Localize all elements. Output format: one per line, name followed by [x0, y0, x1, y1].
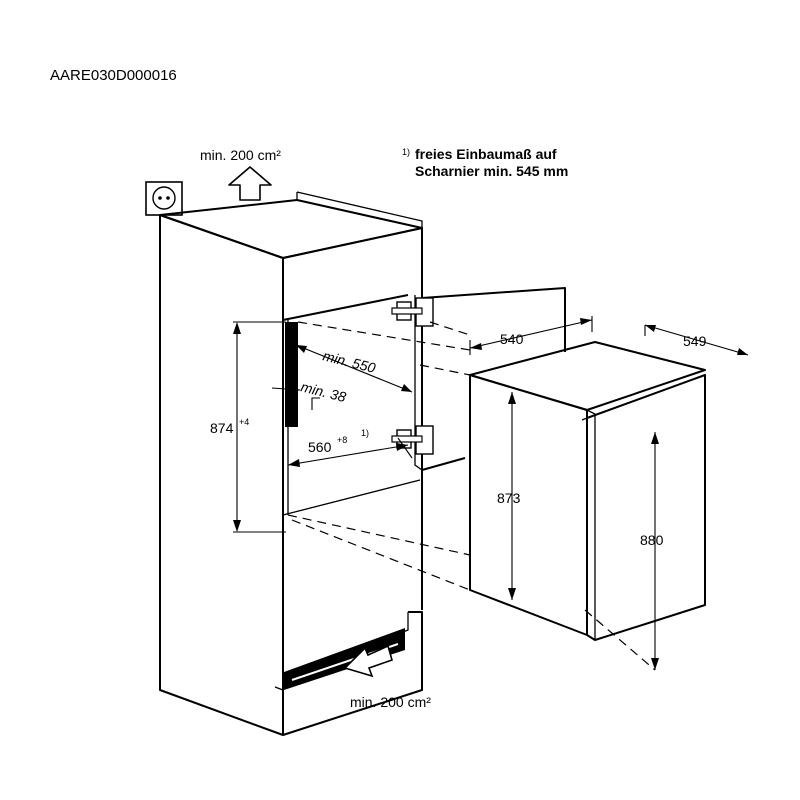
- width-tolerance: +8: [337, 435, 347, 445]
- hinge-icon: [391, 297, 434, 327]
- dimension-lines: [233, 316, 749, 670]
- appliance-height-value: 873: [497, 490, 521, 506]
- gap-min-value: min. 38: [299, 378, 348, 405]
- footnote-line-1: freies Einbaumaß auf: [415, 146, 557, 162]
- document-code: AARE030D000016: [50, 67, 177, 84]
- footnote: 1) freies Einbaumaß auf Scharnier min. 5…: [402, 146, 568, 179]
- appliance: [469, 341, 706, 641]
- footnote-line-2: Scharnier min. 545 mm: [415, 163, 568, 179]
- vent-in-arrow-icon: [343, 644, 393, 678]
- width-value: 560: [308, 439, 332, 455]
- footnote-marker: 1): [402, 147, 410, 157]
- niche-height-value: 874: [210, 420, 234, 436]
- projection-lines: [287, 321, 656, 671]
- vent-up-arrow-icon: [228, 166, 272, 201]
- vent-top-label: min. 200 cm²: [200, 147, 281, 163]
- width-footnote-ref: 1): [361, 428, 369, 438]
- open-door: [414, 287, 566, 471]
- vent-bottom-label: min. 200 cm²: [350, 694, 431, 710]
- appliance-depth-door-value: 549: [683, 333, 707, 349]
- depth-min-value: min. 550: [321, 347, 377, 376]
- hinge-icon: [391, 425, 434, 455]
- niche-shadow-strip: [285, 322, 298, 427]
- power-socket-icon: [145, 181, 183, 216]
- niche-height-tolerance: +4: [239, 417, 249, 427]
- appliance-height-door-value: 880: [640, 532, 664, 548]
- appliance-depth-value: 540: [500, 331, 524, 347]
